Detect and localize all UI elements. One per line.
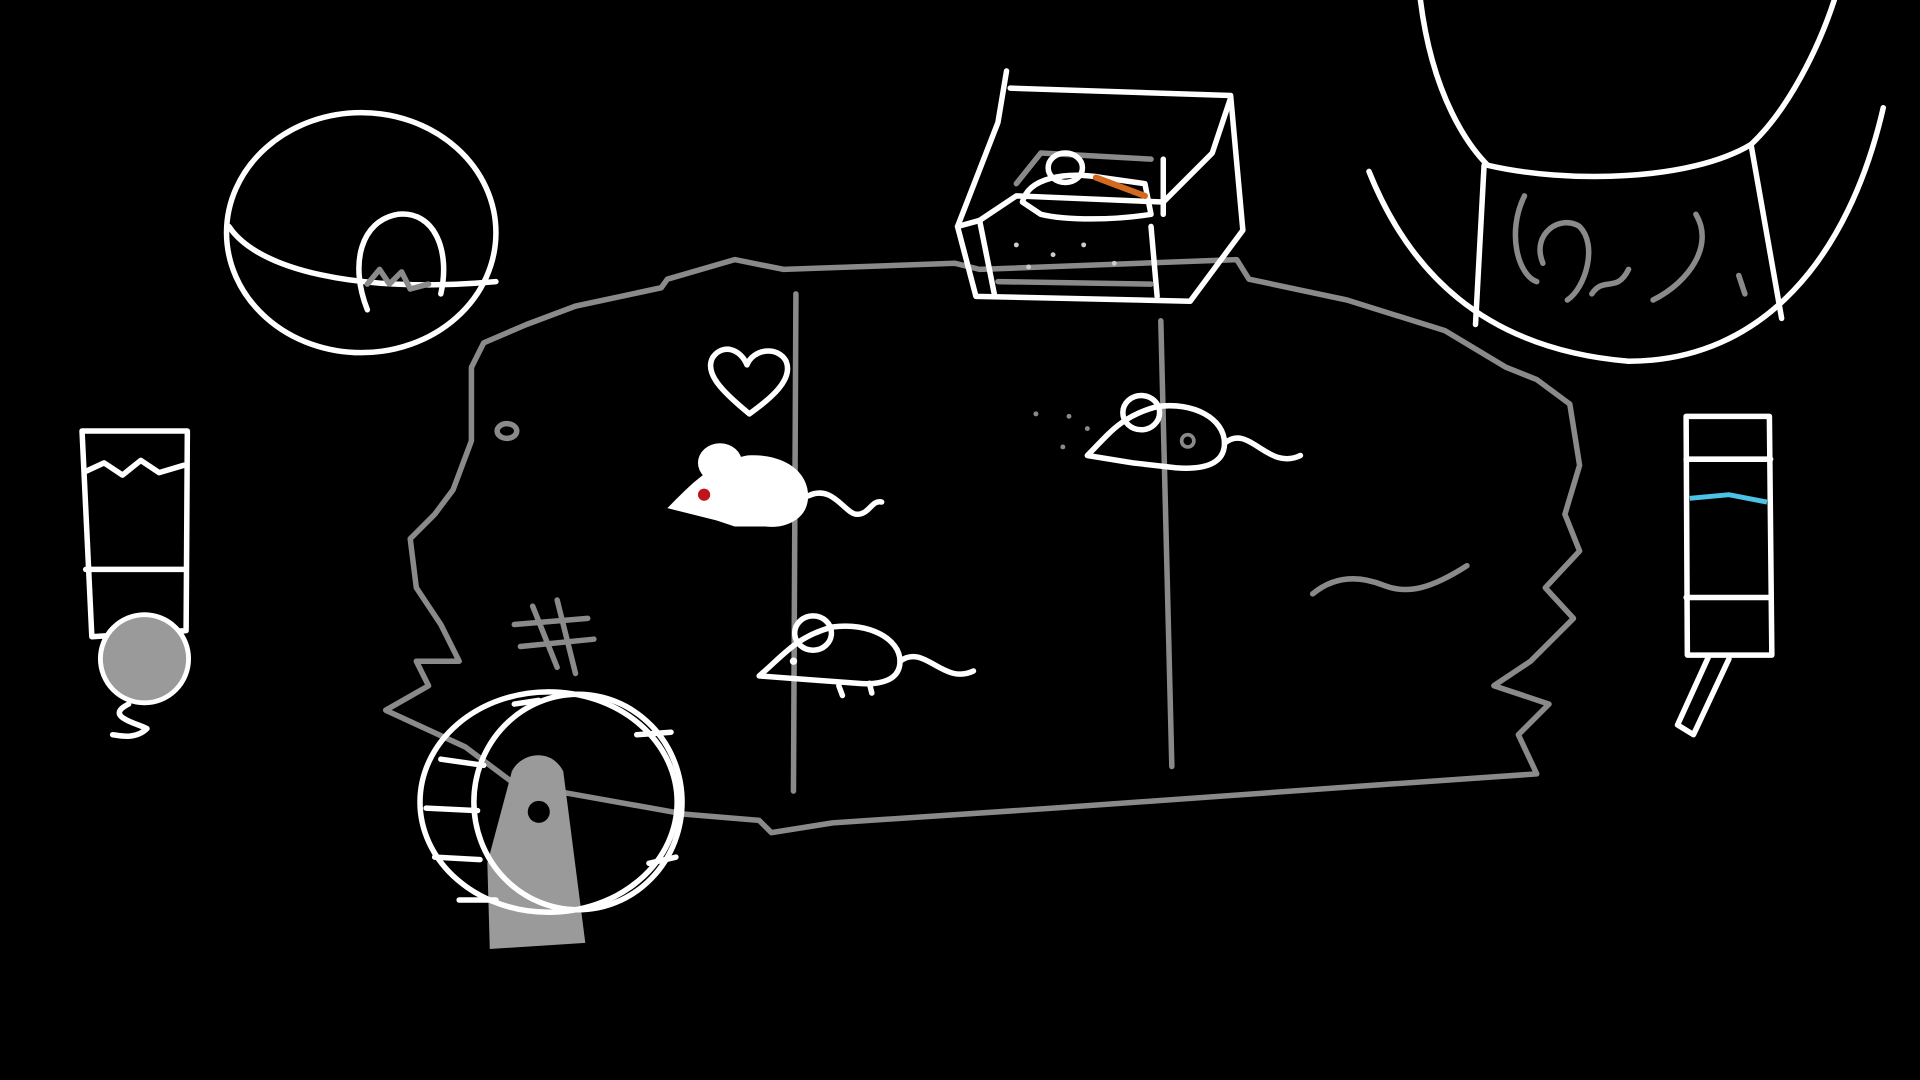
hashtag-mark-icon bbox=[511, 597, 597, 677]
tube-icon[interactable] bbox=[79, 428, 192, 739]
cage-hole bbox=[494, 420, 520, 442]
mouse-icon[interactable] bbox=[756, 613, 977, 699]
mouse-icon[interactable] bbox=[667, 443, 885, 527]
water-bottle-icon[interactable] bbox=[1674, 413, 1775, 738]
food-box-icon[interactable] bbox=[954, 68, 1246, 304]
exercise-wheel-icon[interactable] bbox=[417, 689, 685, 949]
hammock-icon[interactable] bbox=[1366, 0, 1887, 364]
cage-divider-left bbox=[790, 291, 799, 794]
heart-icon bbox=[707, 346, 791, 417]
sphere-hideout-icon[interactable] bbox=[223, 109, 499, 356]
squiggle-mark bbox=[1309, 562, 1470, 597]
mouse-icon[interactable] bbox=[1033, 392, 1304, 471]
cage-divider-right bbox=[1158, 318, 1175, 770]
cage-outline bbox=[382, 256, 1583, 836]
